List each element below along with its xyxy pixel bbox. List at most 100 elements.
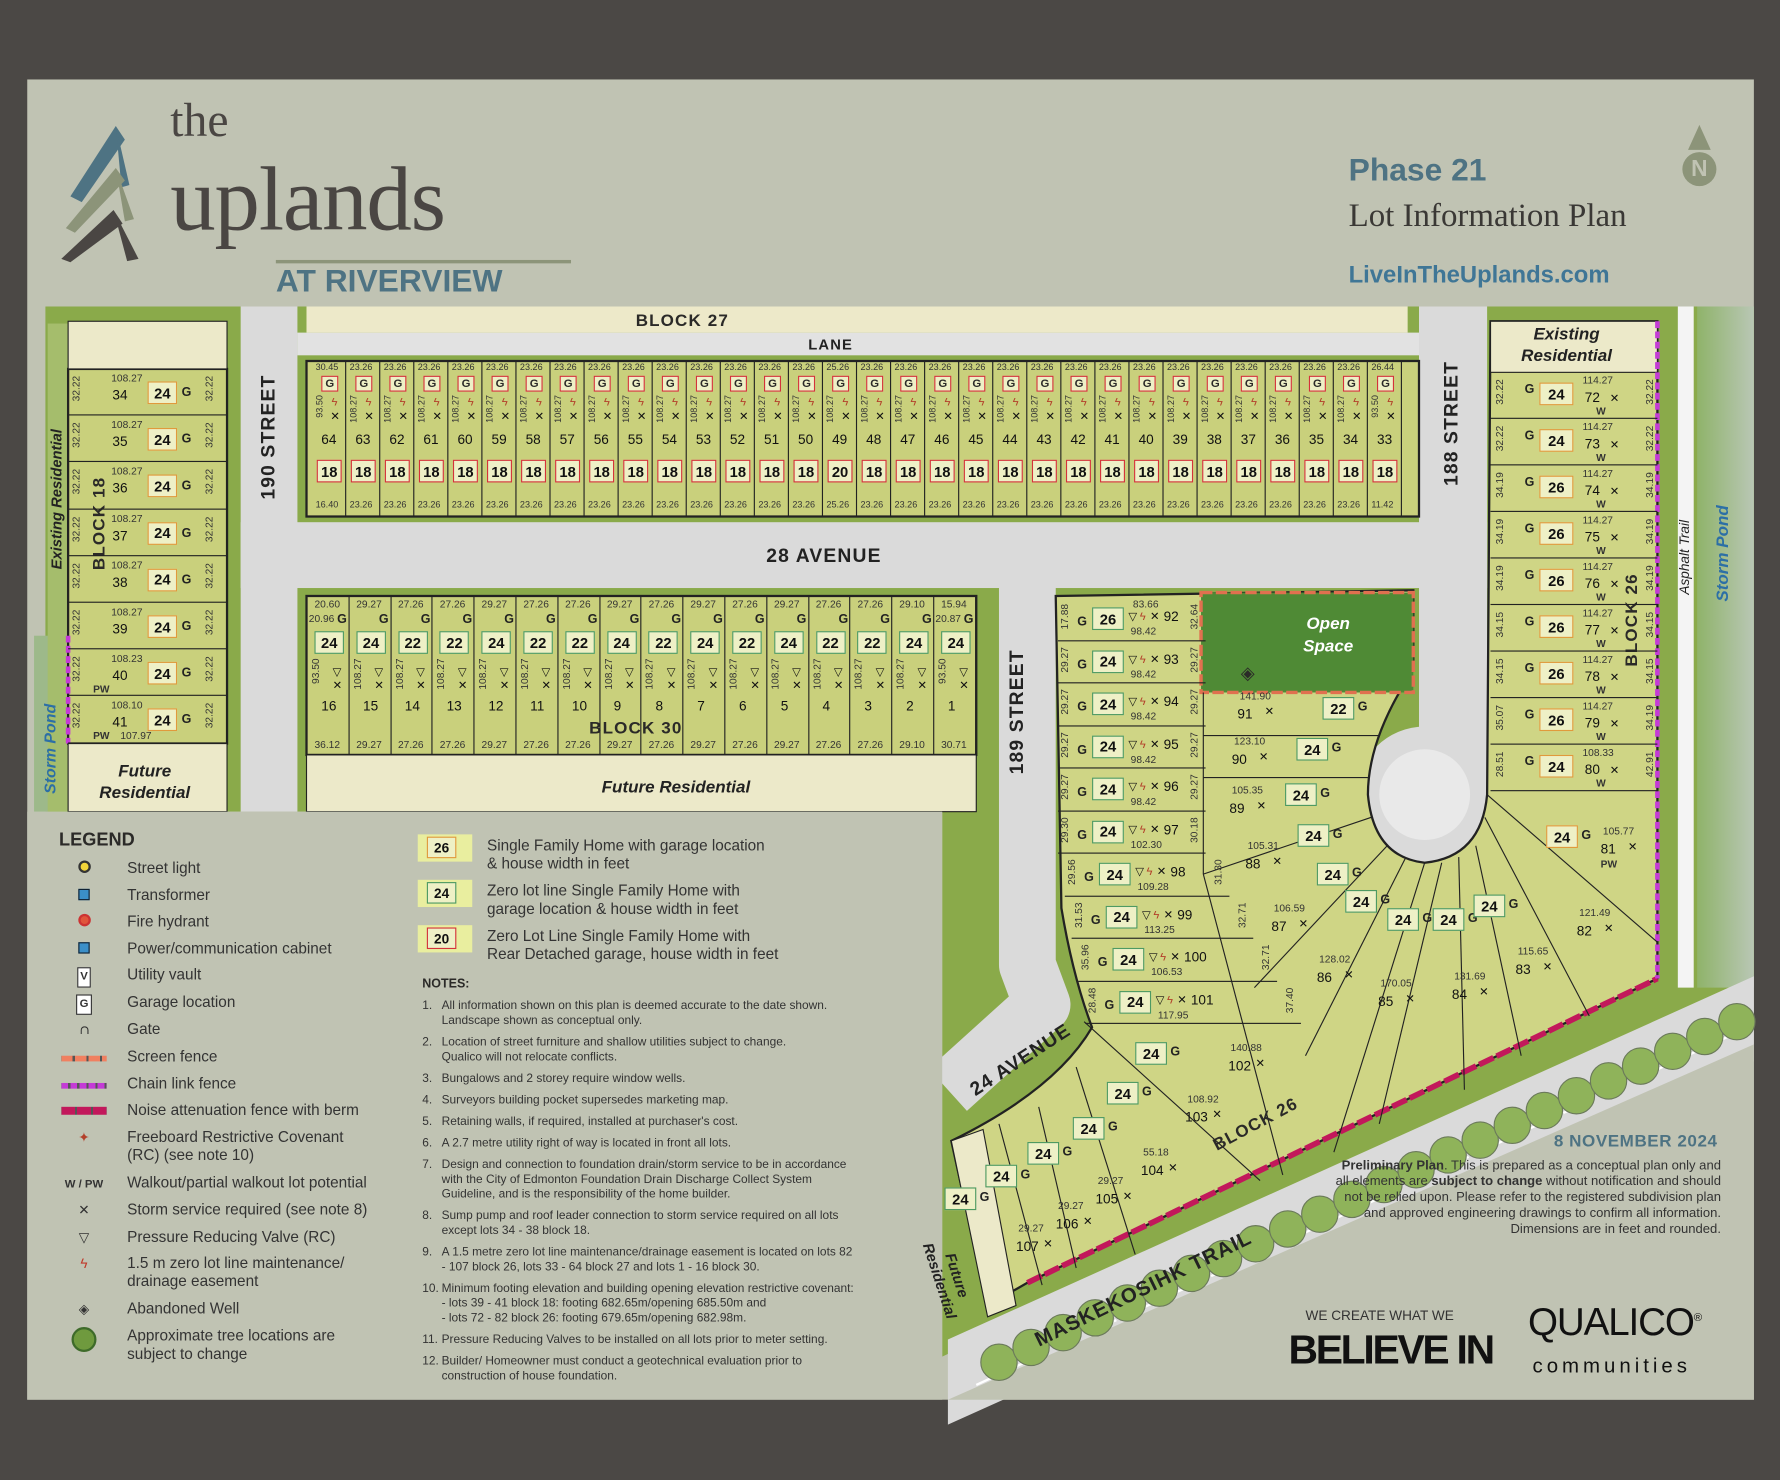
rear-dimension: 23.26	[724, 362, 747, 373]
garage-label: G	[1320, 786, 1330, 801]
lot-51-block-27[interactable]	[755, 360, 789, 517]
tree-icon	[1268, 1210, 1307, 1248]
lot-101-block-26[interactable]	[1085, 981, 1301, 1024]
lot-57-block-27[interactable]	[551, 360, 585, 517]
lot-54-block-27[interactable]	[653, 360, 687, 517]
lot-41-block-27[interactable]	[1095, 360, 1130, 517]
lot-13-block-30[interactable]	[433, 595, 475, 755]
lot-15-block-30[interactable]	[349, 595, 392, 755]
lot-38-block-27[interactable]	[1198, 360, 1232, 517]
lot-61-block-27[interactable]	[414, 360, 449, 517]
lot-52-block-27[interactable]	[721, 360, 755, 517]
lot-100-block-26[interactable]	[1078, 939, 1278, 982]
lot-9-block-30[interactable]	[600, 595, 642, 755]
lot-38-block-18[interactable]	[68, 556, 228, 603]
garage-icon: G	[1308, 375, 1326, 392]
lot-64-block-27[interactable]	[312, 360, 347, 517]
lot-35-block-18[interactable]	[68, 416, 228, 463]
lot-60-block-27[interactable]	[448, 360, 483, 517]
depth-dimension: 29.27	[1018, 1222, 1044, 1234]
lot-44-block-27[interactable]	[993, 360, 1028, 517]
lot-36-block-18[interactable]	[68, 462, 228, 510]
lot-78-block-26[interactable]	[1490, 652, 1658, 699]
pressure-valve-icon: ▽	[499, 666, 509, 679]
lot-1-block-30[interactable]	[934, 595, 977, 755]
lot-3-block-30[interactable]	[851, 595, 893, 755]
house-width-badge: 22	[565, 631, 595, 654]
lot-62-block-27[interactable]	[380, 360, 415, 517]
lot-6-block-30[interactable]	[725, 595, 768, 755]
lot-45-block-27[interactable]	[959, 360, 994, 517]
lot-39-block-18[interactable]	[68, 603, 228, 650]
lot-58-block-27[interactable]	[517, 360, 551, 517]
lot-99-block-26[interactable]	[1071, 896, 1254, 939]
lot-73-block-26[interactable]	[1490, 419, 1658, 466]
lot-40-block-27[interactable]	[1130, 360, 1164, 517]
garage-label: G	[1077, 785, 1088, 800]
lot-98-block-26[interactable]	[1064, 854, 1230, 897]
lot-41-block-18[interactable]	[68, 696, 228, 744]
lot-5-block-30[interactable]	[767, 595, 809, 755]
lot-42-block-27[interactable]	[1061, 360, 1096, 517]
lot-34-block-18[interactable]	[68, 369, 228, 416]
front-dimension: 23.26	[451, 499, 475, 510]
lot-16-block-30[interactable]	[308, 595, 350, 755]
depth-dimension: 121.49	[1579, 907, 1611, 919]
house-width-badge: 24	[1316, 862, 1349, 886]
lot-72-block-26[interactable]	[1490, 372, 1658, 419]
lot-59-block-27[interactable]	[482, 360, 517, 517]
lot-47-block-27[interactable]	[891, 360, 926, 517]
lot-14-block-30[interactable]	[391, 595, 433, 755]
lot-7-block-30[interactable]	[684, 595, 726, 755]
lot-48-block-27[interactable]	[857, 360, 892, 517]
lot-50-block-27[interactable]	[789, 360, 824, 517]
lot-37-block-18[interactable]	[68, 509, 228, 556]
lot-36-block-27[interactable]	[1266, 360, 1300, 517]
storm-service-icon: ✕	[602, 410, 613, 424]
garage-label: G	[1077, 657, 1088, 672]
road-189-street	[928, 573, 1071, 1111]
lot-93-block-26[interactable]	[1058, 641, 1206, 684]
lot-96-block-26[interactable]	[1058, 769, 1206, 812]
lot-74-block-26[interactable]	[1490, 465, 1658, 512]
lot-35-block-27[interactable]	[1300, 360, 1334, 517]
left-dimension: 32.22	[70, 703, 82, 729]
lot-80-block-26[interactable]	[1490, 745, 1658, 792]
lot-76-block-26[interactable]	[1490, 559, 1658, 606]
garage-label: G	[181, 432, 192, 447]
lot-11-block-30[interactable]	[517, 595, 559, 755]
lot-10-block-30[interactable]	[558, 595, 601, 755]
lot-79-block-26[interactable]	[1490, 698, 1658, 745]
lot-63-block-27[interactable]	[346, 360, 381, 517]
open-space	[1199, 590, 1416, 695]
lot-46-block-27[interactable]	[925, 360, 960, 517]
lot-2-block-30[interactable]	[892, 595, 935, 755]
lot-4-block-30[interactable]	[809, 595, 851, 755]
lot-77-block-26[interactable]	[1490, 605, 1658, 652]
house-width-badge: 18	[793, 459, 819, 483]
lot-97-block-26[interactable]	[1058, 811, 1206, 854]
lot-12-block-30[interactable]	[475, 595, 517, 755]
easement-icon: ϟ	[1146, 866, 1153, 879]
easement-icon: ϟ	[1160, 951, 1167, 964]
garage-icon: G	[1138, 375, 1156, 392]
lot-94-block-26[interactable]	[1058, 683, 1206, 726]
lot-8-block-30[interactable]	[642, 595, 684, 755]
lot-34-block-27[interactable]	[1334, 360, 1368, 517]
lot-53-block-27[interactable]	[687, 360, 721, 517]
legend-label: Pressure Reducing Valve (RC)	[127, 1228, 336, 1246]
lot-95-block-26[interactable]	[1058, 726, 1206, 769]
lot-55-block-27[interactable]	[619, 360, 653, 517]
garage-icon: G	[559, 375, 577, 392]
lot-37-block-27[interactable]	[1232, 360, 1266, 517]
garage-label: G	[1357, 700, 1368, 715]
website-link[interactable]: LiveInTheUplands.com	[1348, 262, 1610, 289]
lot-33-block-27[interactable]	[1368, 360, 1402, 517]
lot-49-block-27[interactable]	[823, 360, 858, 517]
lot-43-block-27[interactable]	[1027, 360, 1062, 517]
lot-92-block-26[interactable]	[1058, 598, 1206, 641]
lot-40-block-18[interactable]	[68, 650, 228, 697]
lot-75-block-26[interactable]	[1490, 512, 1658, 559]
lot-56-block-27[interactable]	[585, 360, 619, 517]
lot-39-block-27[interactable]	[1164, 360, 1198, 517]
